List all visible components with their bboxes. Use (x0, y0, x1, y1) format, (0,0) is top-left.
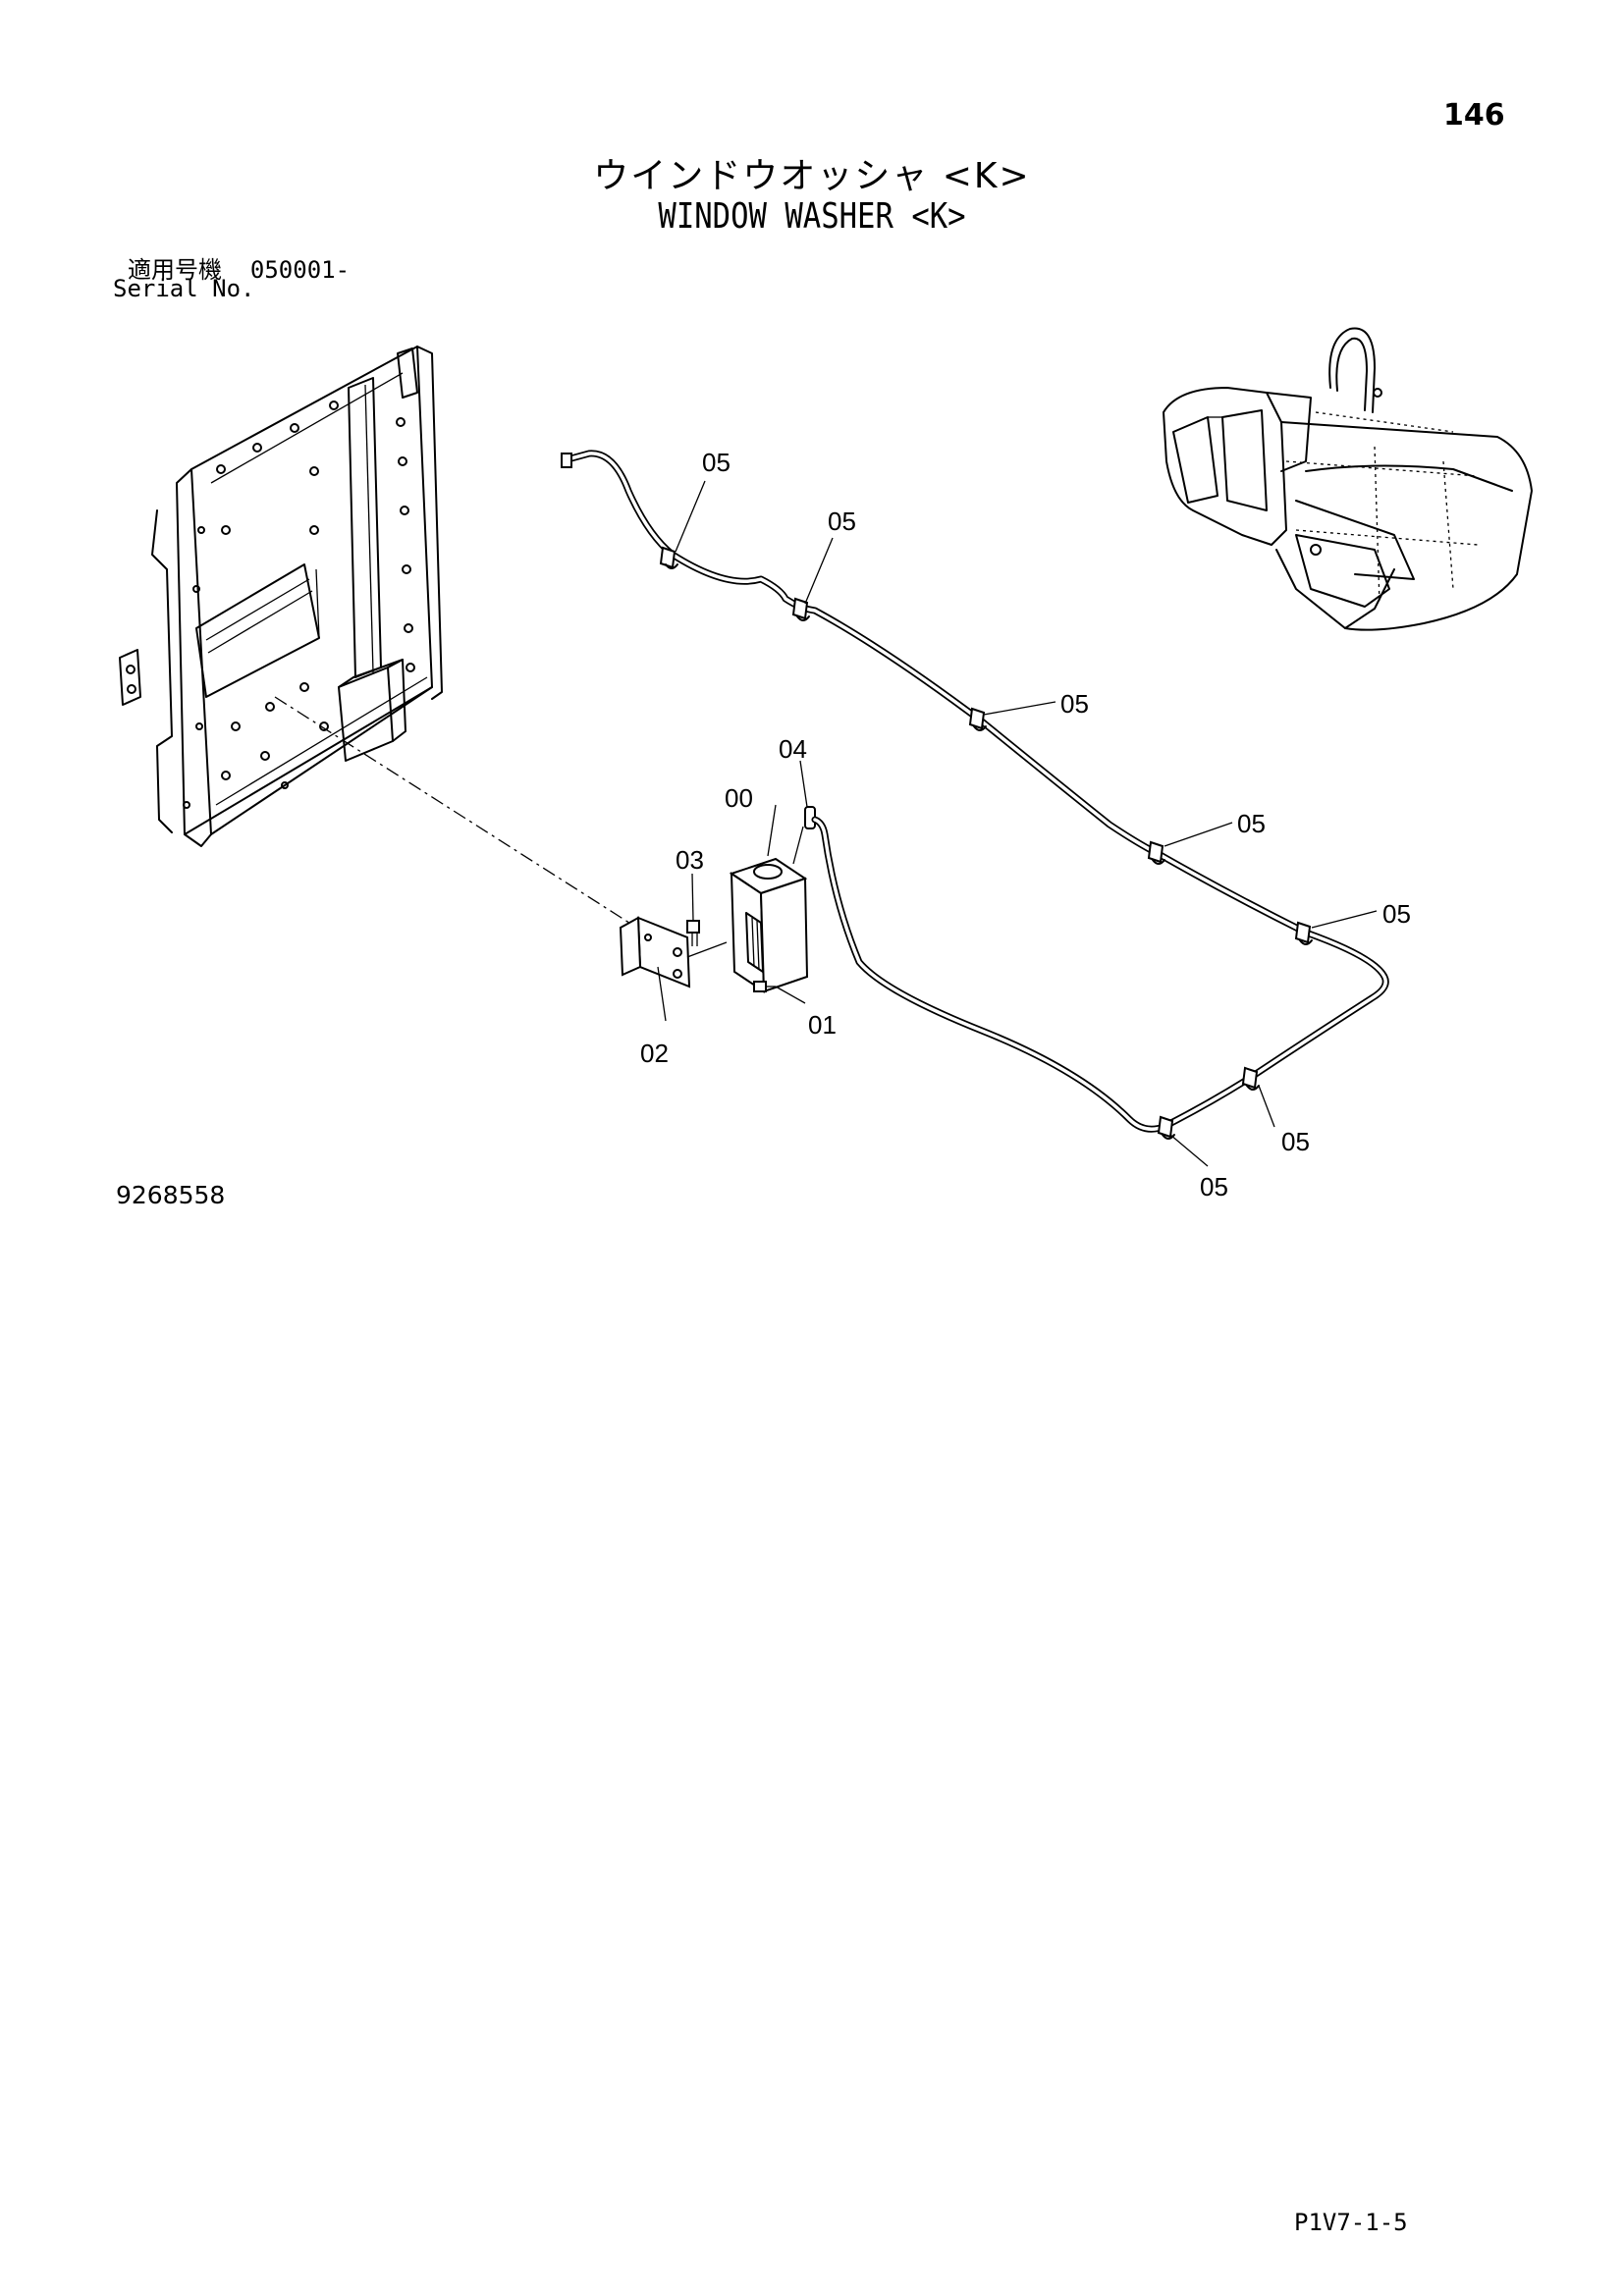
page-number: 146 (1443, 98, 1505, 133)
title-japanese: ウインドウオッシャ <K> (593, 156, 1031, 196)
callout-00: 00 (725, 783, 753, 813)
bracket (619, 916, 728, 988)
washer-hose (561, 450, 1389, 1133)
serial-value: 050001- (249, 256, 351, 284)
hose-joint (792, 806, 816, 865)
hose-clips (659, 546, 1313, 1140)
callout-01: 01 (808, 1010, 837, 1040)
serial-line-japanese: 適用号機 050001- (128, 250, 350, 285)
panel-bolts (183, 400, 415, 809)
hose-clip-6 (1241, 1066, 1260, 1091)
callout-03: 03 (676, 845, 704, 875)
page-code: P1V7-1-5 (1294, 2209, 1408, 2236)
mounting-leader (274, 696, 669, 948)
hose-clip-3 (968, 707, 987, 731)
hose-clip-7 (1157, 1115, 1175, 1140)
callout-05-c: 05 (1060, 689, 1089, 719)
callout-leaders (657, 480, 1378, 1167)
hose-clip-1 (659, 546, 678, 569)
washer-tank (729, 857, 809, 993)
excavator-inset (1163, 327, 1533, 631)
callout-05-a: 05 (702, 448, 731, 477)
title-english: WINDOW WASHER <K> (658, 196, 966, 237)
callout-05-e: 05 (1382, 899, 1411, 929)
callout-05-d: 05 (1237, 809, 1266, 838)
drawing-number: 9268558 (116, 1181, 226, 1209)
callout-04: 04 (779, 734, 807, 764)
cab-panel (119, 346, 443, 847)
callout-05-b: 05 (828, 507, 856, 536)
callout-05-g: 05 (1200, 1172, 1228, 1201)
serial-label-jp: 適用号機 (128, 256, 222, 284)
bolt (686, 920, 700, 946)
hose-clip-5 (1294, 921, 1313, 945)
hose-clip-2 (791, 597, 810, 621)
serial-label-english: Serial No. (113, 275, 255, 302)
callout-05-f: 05 (1281, 1127, 1310, 1156)
hose-clip-4 (1147, 840, 1165, 865)
callout-02: 02 (640, 1039, 669, 1068)
